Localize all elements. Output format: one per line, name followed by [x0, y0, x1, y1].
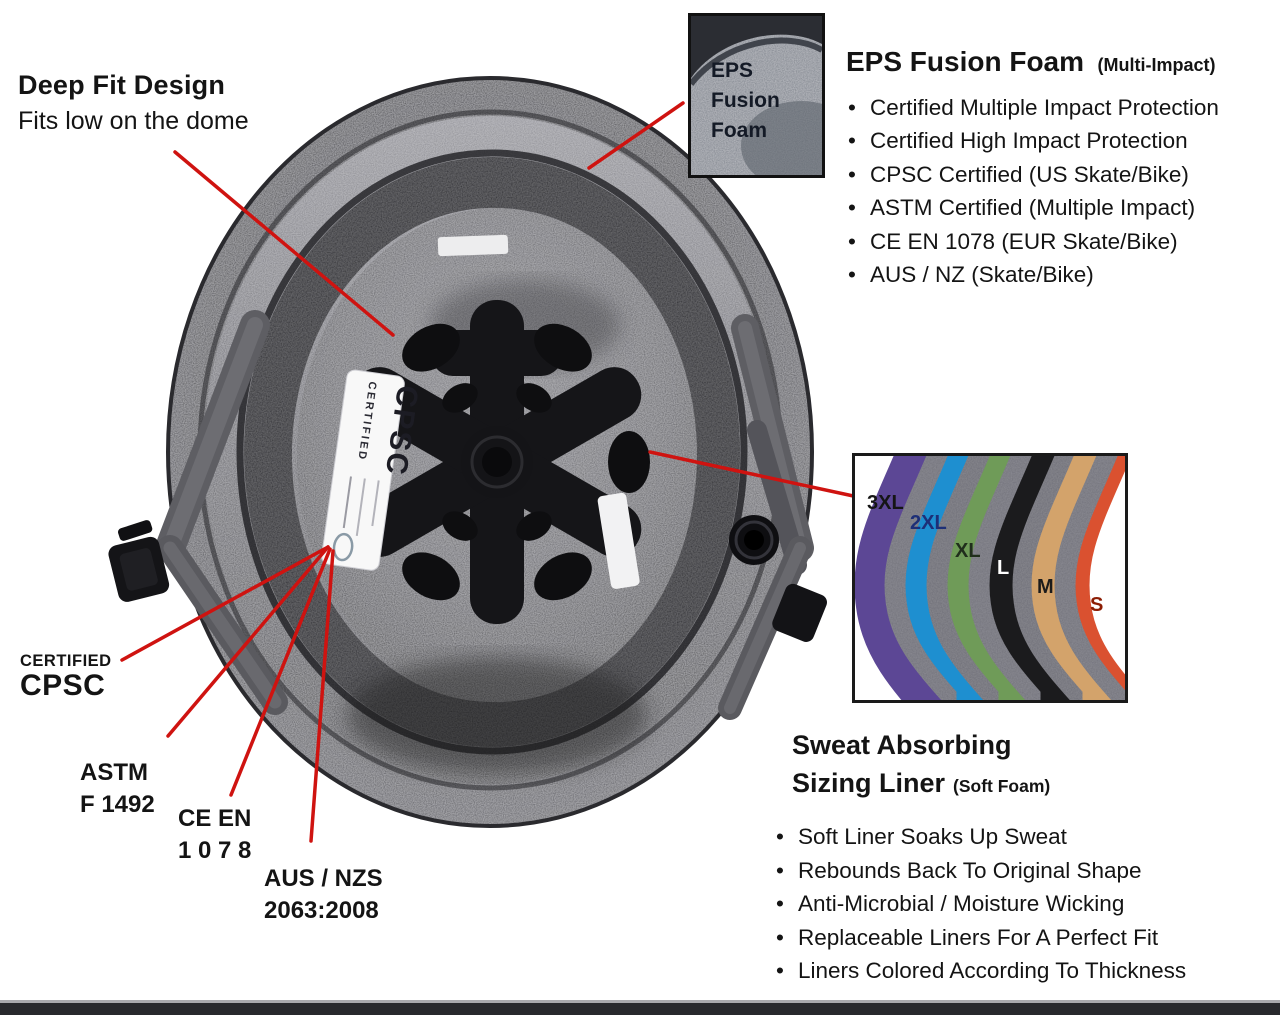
line-deep-fit	[173, 150, 395, 337]
eps-bullet-list: Certified Multiple Impact Protection Cer…	[846, 91, 1280, 292]
line-eps-inset	[587, 101, 685, 170]
chin-strap-right	[718, 314, 814, 720]
chin-strap-left	[155, 310, 288, 715]
cert-label-aus-nzs: AUS / NZS 2063:2008	[264, 865, 383, 924]
list-item: Replaceable Liners For A Perfect Fit	[772, 921, 1272, 955]
eps-feature-section: EPS Fusion Foam (Multi-Impact) Certified…	[846, 46, 1280, 292]
cert-label-cpsc: CERTIFIED CPSC	[20, 652, 112, 702]
size-label-l: L	[997, 557, 1010, 579]
list-item: Certified Multiple Impact Protection	[846, 91, 1280, 125]
line-cert-aus	[309, 549, 335, 843]
size-label-3xl: 3XL	[867, 492, 904, 514]
list-item: Anti-Microbial / Moisture Wicking	[772, 887, 1272, 921]
sizing-liner-inset-photo: 3XL 2XL XL L M S	[852, 453, 1128, 703]
deep-fit-callout: Deep Fit Design Fits low on the dome	[18, 70, 249, 136]
deep-fit-title: Deep Fit Design	[18, 70, 226, 100]
size-label-s: S	[1090, 594, 1104, 616]
eps-foam-texture	[691, 16, 822, 175]
size-label-xl: XL	[955, 540, 981, 562]
line-cert-cpsc	[120, 545, 330, 662]
sweat-bullet-list: Soft Liner Soaks Up Sweat Rebounds Back …	[772, 820, 1272, 988]
sweat-section-heading: Sweat Absorbing Sizing Liner (Soft Foam)	[792, 726, 1272, 805]
strap-knob-right	[729, 515, 827, 642]
line-cert-astm	[166, 545, 330, 738]
sweat-title-line1: Sweat Absorbing	[792, 730, 1012, 760]
annotation-lines	[120, 101, 860, 843]
size-label-m: M	[1037, 576, 1054, 598]
reflective-strips	[437, 234, 640, 589]
list-item: AUS / NZ (Skate/Bike)	[846, 258, 1280, 292]
sweat-section: Sweat Absorbing Sizing Liner(Soft Foam) …	[772, 726, 1272, 988]
sweat-title-line2: Sizing Liner	[792, 768, 946, 798]
eps-foam-inset-photo: EPS Fusion Foam	[688, 13, 825, 178]
sweat-title-suffix: (Soft Foam)	[953, 776, 1051, 796]
list-item: Certified High Impact Protection	[846, 124, 1280, 158]
eps-section-title-suffix: (Multi-Impact)	[1097, 55, 1216, 75]
cert-label-ce-en: CE EN 1 0 7 8	[178, 805, 252, 864]
eps-section-heading: EPS Fusion Foam (Multi-Impact)	[846, 46, 1280, 78]
list-item: ASTM Certified (Multiple Impact)	[846, 191, 1280, 225]
eps-inset-label: EPS Fusion Foam	[711, 59, 780, 142]
list-item: CE EN 1078 (EUR Skate/Bike)	[846, 225, 1280, 259]
bottom-divider-line	[0, 1000, 1280, 1003]
line-cert-ceen	[229, 547, 332, 797]
strap-buckle-left	[108, 520, 170, 602]
bottom-dark-bar	[0, 1003, 1280, 1015]
list-item: CPSC Certified (US Skate/Bike)	[846, 158, 1280, 192]
list-item: Rebounds Back To Original Shape	[772, 854, 1272, 888]
size-label-2xl: 2XL	[910, 512, 947, 534]
line-sizing-inset	[648, 450, 860, 499]
sizing-liners-graphic	[855, 456, 1125, 700]
list-item: Liners Colored According To Thickness	[772, 954, 1272, 988]
eps-section-title: EPS Fusion Foam	[846, 46, 1085, 77]
cert-label-astm: ASTM F 1492	[80, 759, 155, 818]
comfort-pad	[344, 300, 650, 624]
list-item: Soft Liner Soaks Up Sweat	[772, 820, 1272, 854]
deep-fit-subtitle: Fits low on the dome	[18, 107, 249, 135]
